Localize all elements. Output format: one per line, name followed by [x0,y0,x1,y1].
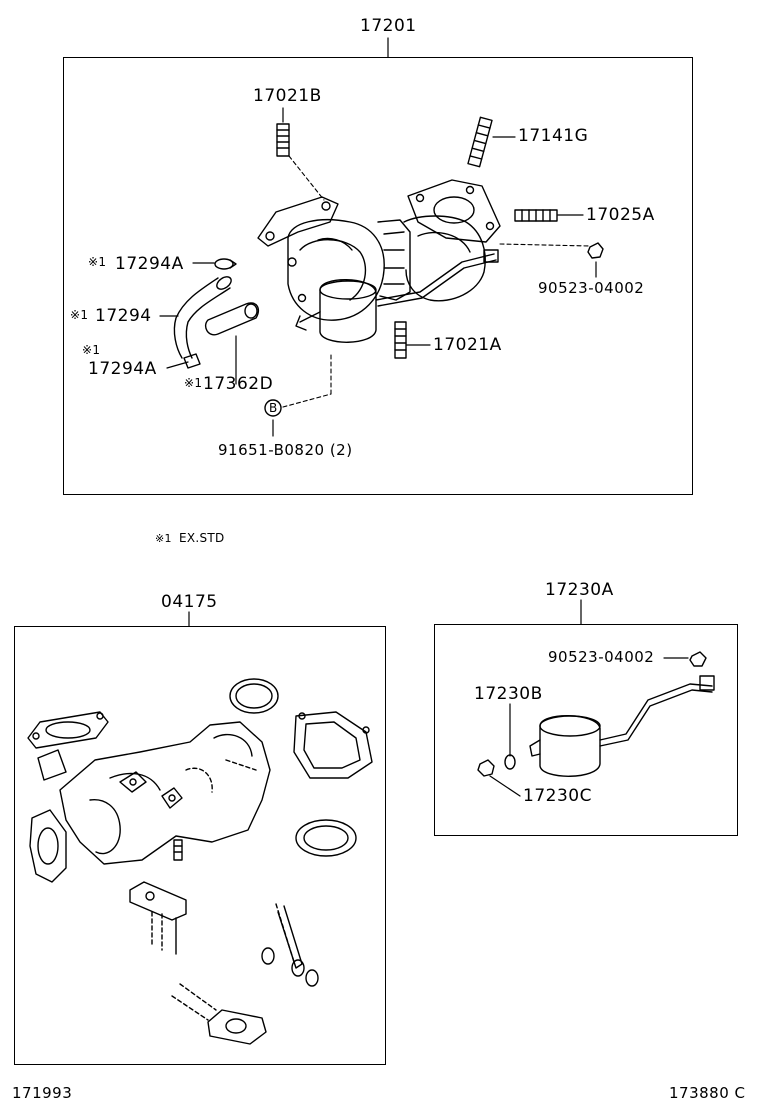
stud-17021a-art [395,322,406,358]
part-label-90523-04002-top: 90523-04002 [538,279,645,297]
clip-17230b-art [505,755,515,769]
ex-std-mark-3: ※1 [82,343,101,357]
part-label-17025a: 17025A [586,205,655,225]
nut-17230c-art [478,760,494,776]
part-label-17021a: 17021A [433,335,502,355]
clamp-17294a-upper-art [215,259,236,269]
part-label-17230b: 17230B [474,684,543,704]
pipe-17362d-art [206,303,259,335]
assembly-title-17201: 17201 [360,16,417,36]
part-label-17230c: 17230C [523,786,592,806]
stud-17021b-art [277,124,289,156]
nut-90523-top-art [588,243,603,258]
gasket-top-left-art [28,712,108,780]
leader-lines-top [160,38,596,436]
gasket-left-art [30,810,66,882]
hose-17294-art [174,274,233,358]
assembly-title-04175: 04175 [161,592,218,612]
part-label-17362d: 17362D [203,374,274,394]
oil-pipe-art [262,904,318,986]
clamp-17294a-lower-art [184,354,200,368]
assembly-title-17230a: 17230A [545,580,614,600]
legend-mark: ※1 [155,532,172,545]
part-label-90523-04002-right: 90523-04002 [548,648,655,666]
leader-lines-right [490,600,688,796]
nut-90523-right-art [690,652,706,666]
part-label-17021b: 17021B [253,86,322,106]
part-label-17294a-upper: 17294A [115,254,184,274]
exhaust-manifold-art [60,722,270,864]
actuator-assembly-frame [434,624,738,836]
bolt-b-letter: B [269,401,278,415]
ring-gasket-top-art [230,679,278,713]
stud-17025a-art [515,210,557,221]
actuator-17230a-art [530,676,714,776]
legend-text: EX.STD [178,531,225,545]
part-label-17294: 17294 [95,306,152,326]
dashed-guides-top [283,156,590,407]
ex-std-mark-2: ※1 [70,308,89,322]
footer-left-code: 171993 [12,1084,73,1102]
ex-std-mark-4: ※1 [184,376,203,390]
turbocharger-art [258,180,500,342]
legend-note: ※1 EX.STD [155,532,225,544]
part-label-17294a-lower: 17294A [88,359,157,379]
gasket-kit-frame [14,626,386,1065]
stud-17141g-art [468,117,492,166]
ex-std-mark-1: ※1 [88,255,107,269]
turbo-assembly-frame [63,57,693,495]
square-gasket-right-art [294,712,372,778]
part-label-91651-b0820: 91651-B0820 (2) [218,441,353,459]
bolt-b-art [265,400,281,416]
part-label-17141g: 17141G [518,126,589,146]
ring-gasket-lower-art [296,820,356,856]
pipe-flange-mid-art [130,882,186,954]
pipe-flange-bottom-art [172,984,266,1044]
footer-right-code: 173880 C [669,1084,746,1102]
